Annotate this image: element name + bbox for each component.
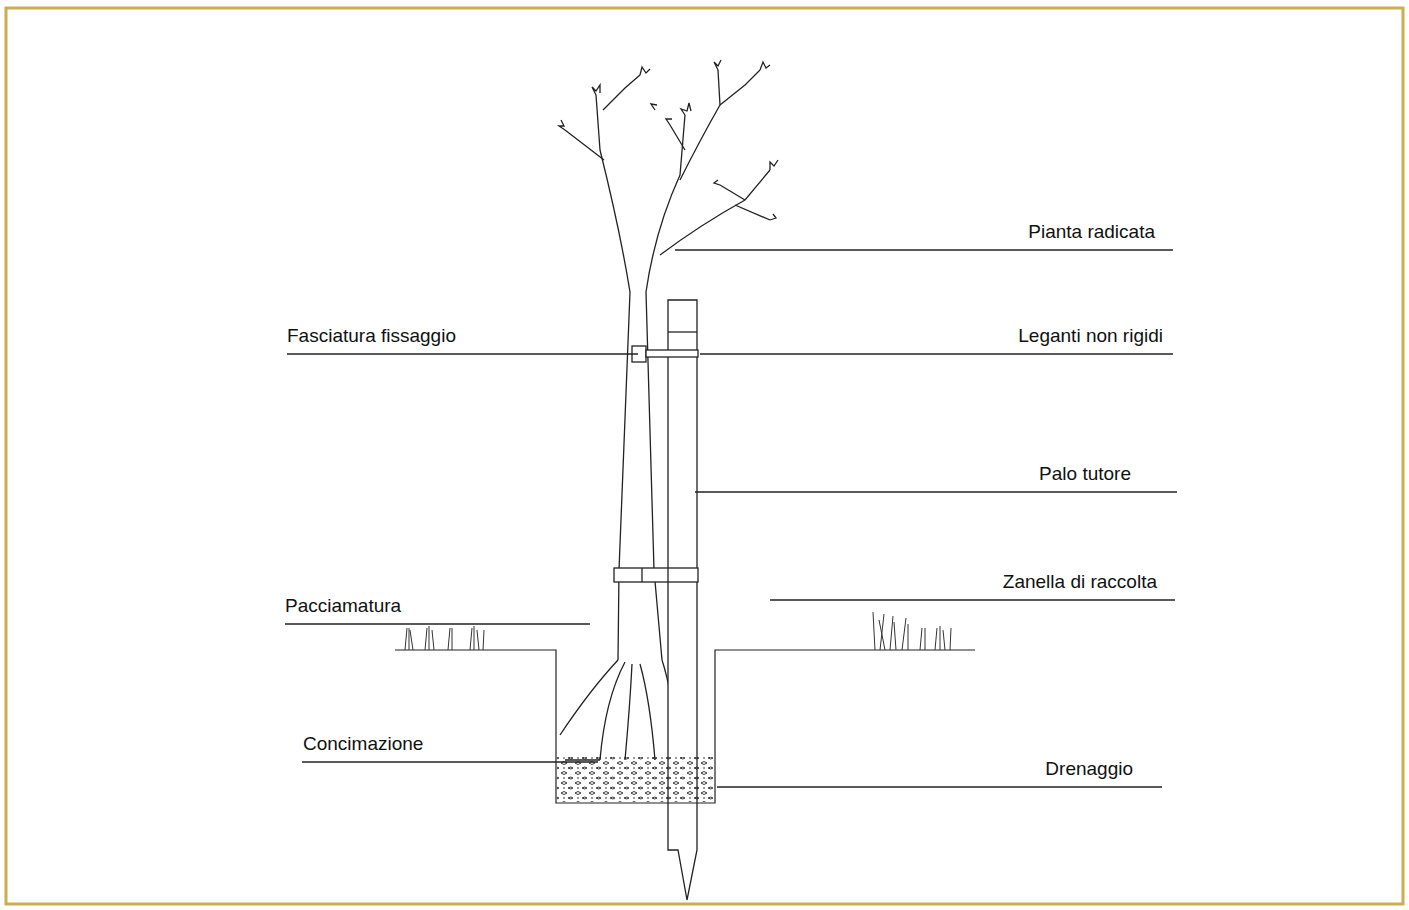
- stake-label: Palo tutore: [1039, 463, 1131, 486]
- binding-label: Fasciatura fissaggio: [287, 325, 456, 348]
- gutter-label: Zanella di raccolta: [1003, 571, 1157, 594]
- stake: [668, 300, 697, 900]
- grass: [405, 612, 951, 650]
- drainage-label: Drenaggio: [1045, 758, 1133, 781]
- mulch-label: Pacciamatura: [285, 595, 401, 618]
- bindings: [614, 346, 698, 582]
- plant-label: Pianta radicata: [1028, 221, 1155, 244]
- fertilizer: [565, 759, 600, 761]
- fertilizer-label: Concimazione: [303, 733, 423, 756]
- frame: [6, 8, 1403, 904]
- tie-label: Leganti non rigidi: [1018, 325, 1163, 348]
- leader-lines: [285, 250, 1177, 787]
- ground: [395, 650, 975, 803]
- drainage-gravel: [557, 757, 714, 802]
